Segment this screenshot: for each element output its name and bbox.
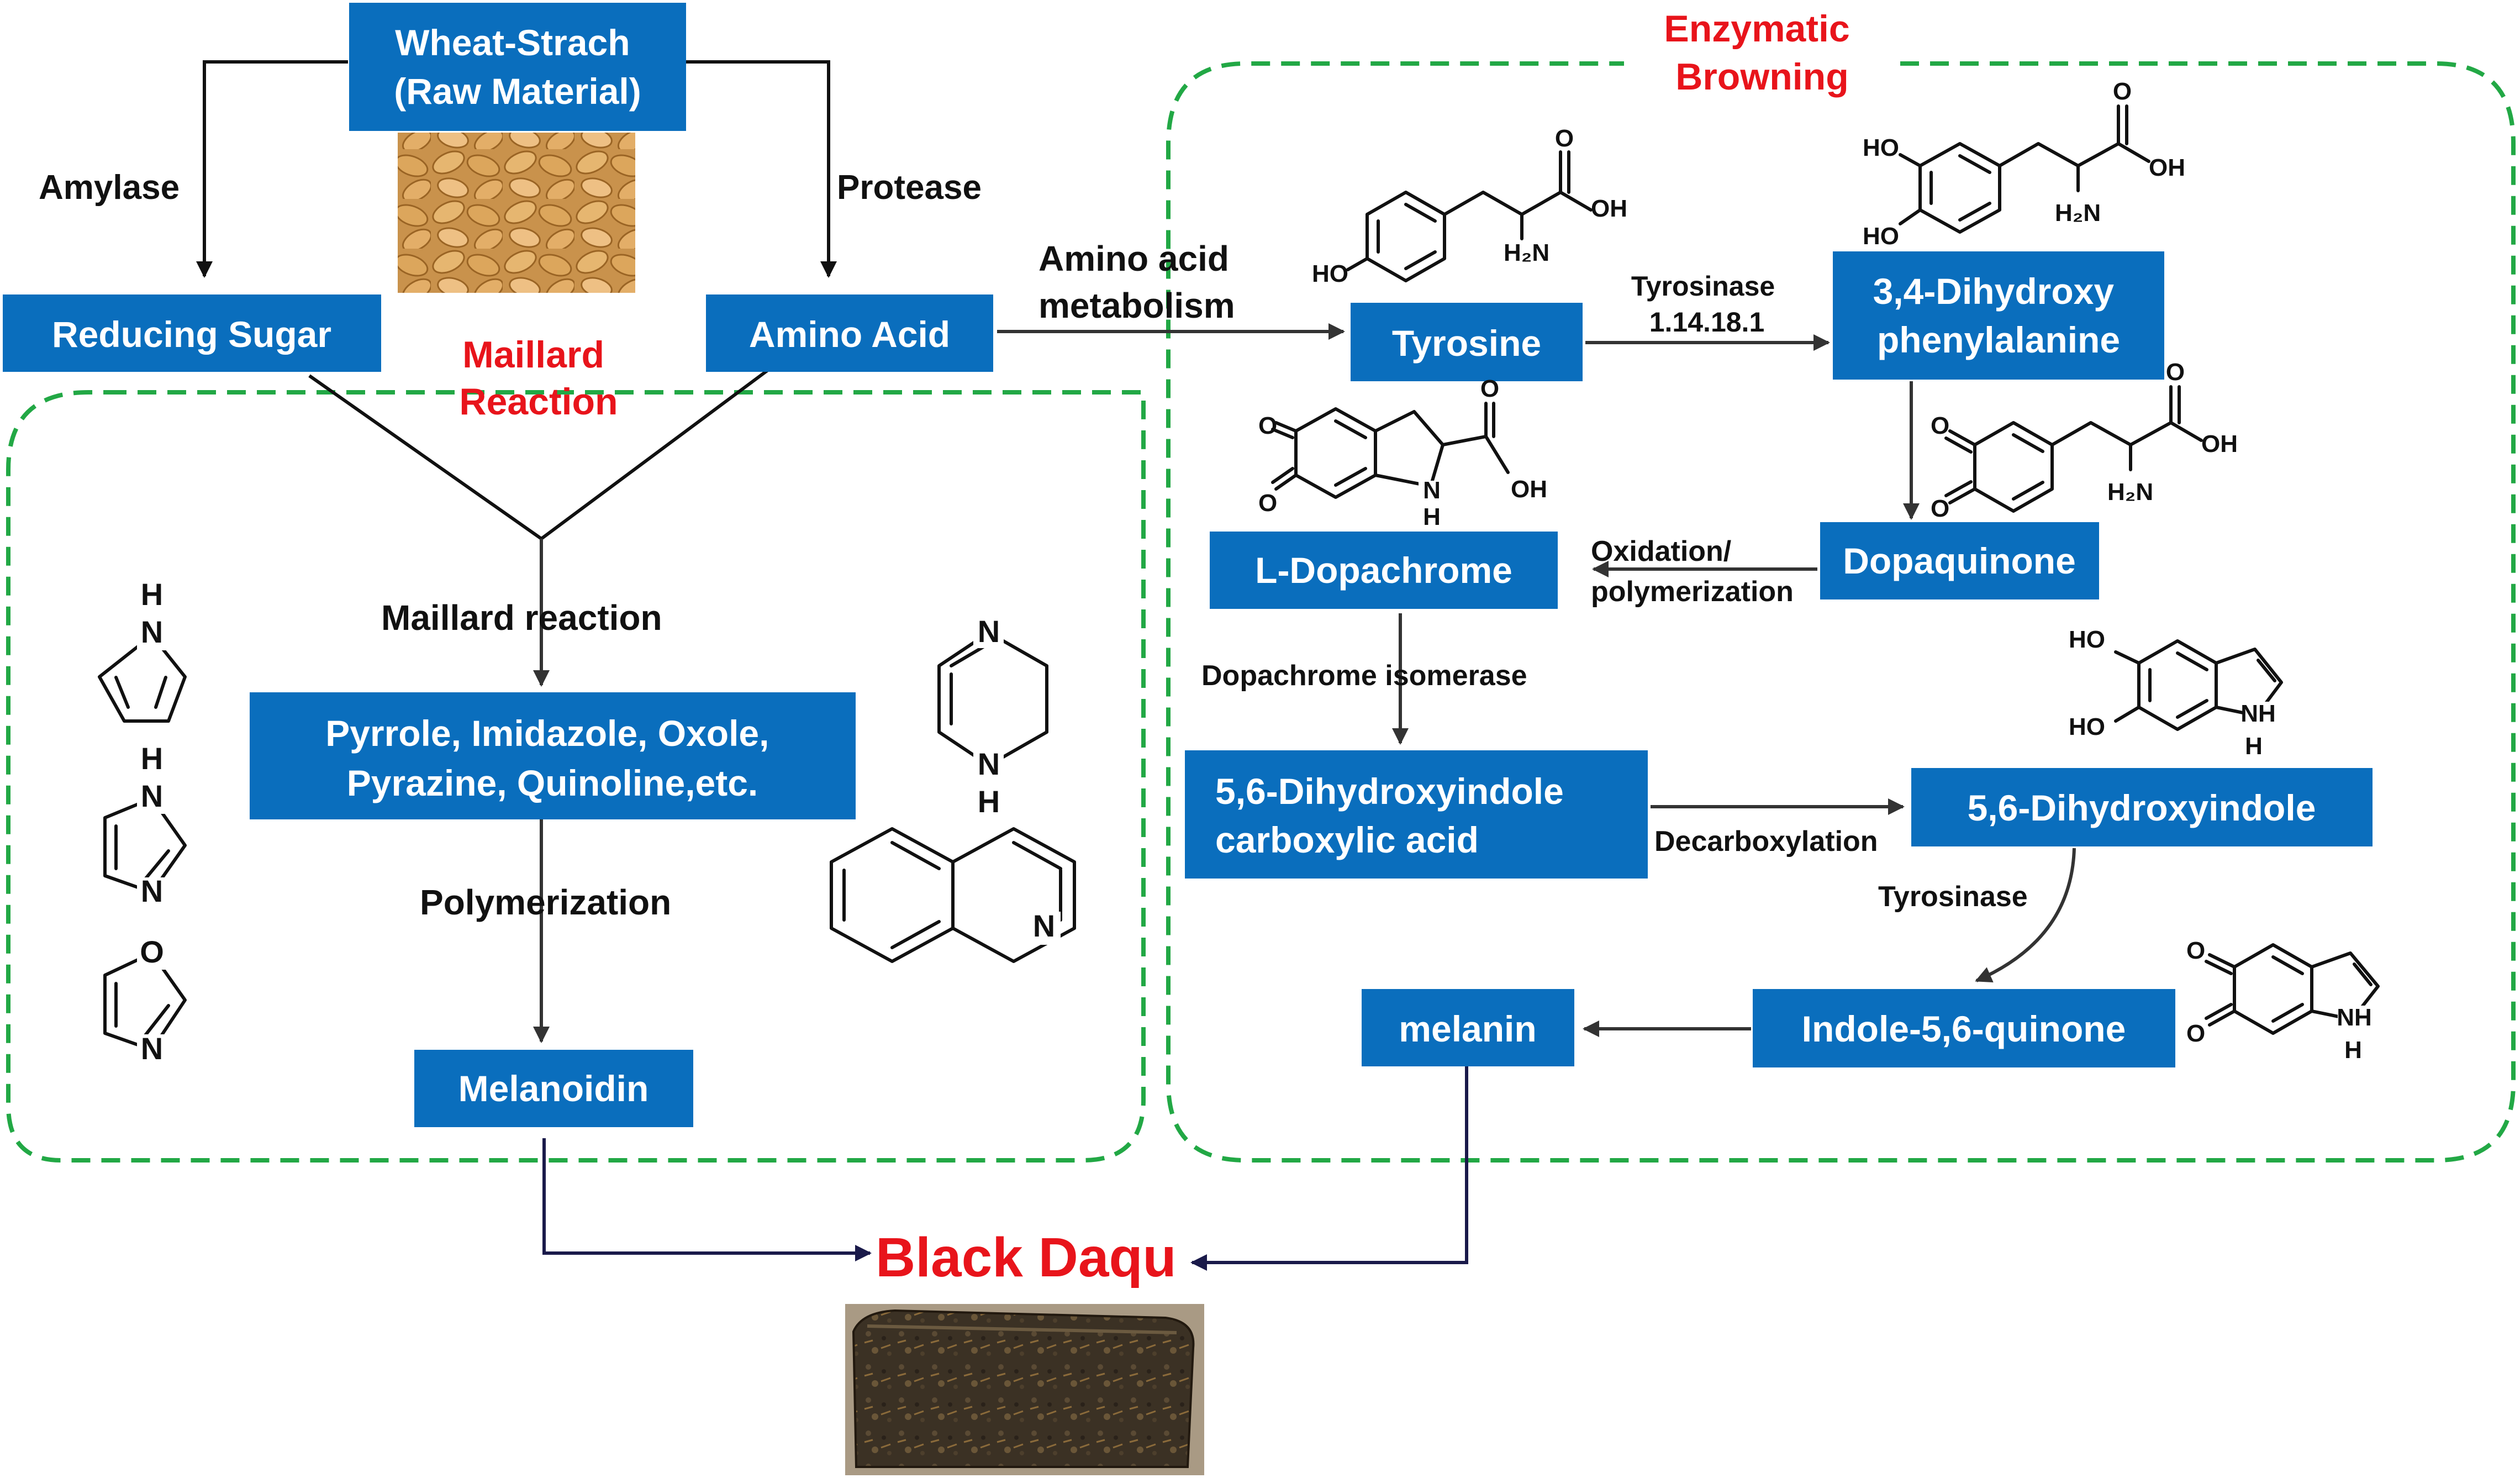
dopachrome-structure: N H O OH O O <box>1258 375 1547 530</box>
svg-text:Melanoidin: Melanoidin <box>458 1068 649 1109</box>
svg-text:O: O <box>2166 359 2185 386</box>
svg-text:Tyrosine: Tyrosine <box>1392 323 1541 364</box>
svg-text:H: H <box>2245 733 2263 760</box>
svg-text:O: O <box>2186 937 2205 964</box>
oxazole-structure: O N <box>103 934 187 1066</box>
svg-text:O: O <box>1480 375 1499 402</box>
tyrosinase-label: Tyrosinase <box>1878 881 2028 913</box>
indole-quinone-node: Indole-5,6-quinone <box>1753 989 2175 1067</box>
black-daqu-title: Black Daqu <box>876 1227 1177 1288</box>
svg-text:NH: NH <box>2337 1004 2372 1031</box>
maillard-reaction-label: Maillard reaction <box>381 598 662 638</box>
svg-text:O: O <box>1931 495 1949 522</box>
pyrazine-structure: N N H <box>937 614 1048 819</box>
dopaquinone-node: Dopaquinone <box>1820 522 2099 599</box>
maillard-region-title: Maillard Reaction <box>459 334 618 423</box>
svg-text:O: O <box>1555 125 1574 152</box>
svg-text:OH: OH <box>1591 195 1627 222</box>
melanoidin-link <box>542 1138 872 1261</box>
svg-text:O: O <box>140 934 164 969</box>
svg-text:H: H <box>2344 1037 2362 1064</box>
decarboxylation-label: Decarboxylation <box>1654 825 1878 858</box>
isomerase-label: Dopachrome isomerase <box>1201 660 1527 692</box>
dhica-node: 5,6-Dihydroxyindole carboxylic acid <box>1185 750 1648 879</box>
svg-text:H₂N: H₂N <box>2107 478 2153 506</box>
svg-text:O: O <box>1258 490 1277 517</box>
polymerization-label: Polymerization <box>420 882 671 922</box>
protease-arrow <box>686 60 837 278</box>
enzymatic-region-title: Enzymatic Browning <box>1664 8 1860 98</box>
svg-text:N: N <box>141 1031 163 1066</box>
svg-text:Reducing Sugar: Reducing Sugar <box>52 314 331 355</box>
svg-text:3,4-Dihydroxy phenylalan: 3,4-Dihydroxy phenylalanine <box>1873 271 2124 360</box>
amino-metabolism-label: Amino acid metabolism <box>1038 239 1239 325</box>
quinoline-structure: N <box>830 827 1076 963</box>
svg-text:OH: OH <box>1511 476 1547 503</box>
svg-text:HO: HO <box>1863 134 1899 161</box>
dopa-structure: O OH H₂N HO HO <box>1863 78 2185 250</box>
indole-quinone-structure: NH H O O <box>2186 937 2380 1064</box>
oxidation-label: Oxidation/ polymerization <box>1591 535 1794 608</box>
svg-text:Pyrrole, Imidazole, Oxole,: Pyrrole, Imidazole, Oxole, Pyrazine, Qui… <box>325 713 779 803</box>
svg-text:NH: NH <box>2240 700 2276 727</box>
svg-text:N: N <box>1033 908 1055 943</box>
l-dopachrome-node: L-Dopachrome <box>1210 532 1558 609</box>
svg-text:H₂N: H₂N <box>2055 199 2101 227</box>
amylase-label: Amylase <box>39 169 180 207</box>
imidazole-structure: N H N <box>103 741 187 908</box>
melanoidin-node: Melanoidin <box>414 1050 693 1127</box>
svg-text:OH: OH <box>2201 430 2238 457</box>
tyrosinase-arrow <box>1975 848 2076 982</box>
amylase-arrow <box>196 60 348 278</box>
dopa-node: 3,4-Dihydroxy phenylalanine <box>1833 251 2164 380</box>
svg-text:5,6-Dihydroxyindole carb: 5,6-Dihydroxyindole carboxylic acid <box>1215 771 1574 860</box>
tyrosine-structure: O OH H₂N HO <box>1312 125 1627 287</box>
svg-text:Wheat-Strach (Raw Materi: Wheat-Strach (Raw Material) <box>394 22 641 112</box>
svg-text:N: N <box>978 614 1000 649</box>
svg-text:N: N <box>141 614 163 649</box>
svg-text:5,6-Dihydroxyindole: 5,6-Dihydroxyindole <box>1968 787 2316 828</box>
svg-text:O: O <box>2186 1020 2205 1047</box>
svg-text:Amino Acid: Amino Acid <box>749 314 950 355</box>
dopaquinone-structure: O OH H₂N O O <box>1931 359 2238 522</box>
black-daqu-brick-photo <box>845 1304 1204 1475</box>
wheat-strach-node: Wheat-Strach (Raw Material) <box>349 3 686 131</box>
svg-text:H: H <box>141 577 163 612</box>
protease-label: Protease <box>837 169 982 207</box>
svg-text:N: N <box>978 746 1000 781</box>
maillard-region <box>6 390 1146 1163</box>
svg-text:HO: HO <box>1312 260 1348 287</box>
melanin-node: melanin <box>1362 989 1574 1066</box>
svg-text:HO: HO <box>2069 713 2105 740</box>
wheat-grains-photo <box>398 133 635 293</box>
svg-text:N: N <box>141 874 163 908</box>
svg-text:N: N <box>1423 477 1441 504</box>
svg-text:HO: HO <box>2069 626 2105 653</box>
svg-text:OH: OH <box>2149 154 2185 181</box>
svg-text:Dopaquinone: Dopaquinone <box>1843 540 2076 581</box>
amino-acid-node: Amino Acid <box>706 294 993 372</box>
svg-text:L-Dopachrome: L-Dopachrome <box>1255 550 1512 591</box>
svg-text:H: H <box>978 784 1000 819</box>
reducing-sugar-node: Reducing Sugar <box>3 294 381 372</box>
svg-text:H₂N: H₂N <box>1504 239 1549 266</box>
svg-text:N: N <box>141 779 163 813</box>
svg-text:melanin: melanin <box>1399 1008 1536 1049</box>
svg-text:H: H <box>141 741 163 776</box>
tyrosine-node: Tyrosine <box>1351 303 1583 381</box>
svg-text:O: O <box>2113 78 2132 105</box>
pyrrole-structure: N H <box>98 577 187 723</box>
svg-text:HO: HO <box>1863 223 1899 250</box>
svg-text:O: O <box>1258 412 1277 439</box>
heterocycles-node: Pyrrole, Imidazole, Oxole, Pyrazine, Qui… <box>250 692 856 819</box>
dhi-node: 5,6-Dihydroxyindole <box>1911 768 2373 846</box>
tyrosinase-ec-label: Tyrosinase 1.14.18.1 <box>1631 271 1783 338</box>
svg-text:O: O <box>1931 412 1949 439</box>
melanin-link <box>1190 1066 1468 1271</box>
dihydroxyindole-structure: NH H HO HO <box>2069 626 2283 760</box>
enzymatic-region <box>1166 61 2516 1163</box>
svg-text:Indole-5,6-quinone: Indole-5,6-quinone <box>1802 1008 2126 1049</box>
svg-text:H: H <box>1423 503 1441 530</box>
